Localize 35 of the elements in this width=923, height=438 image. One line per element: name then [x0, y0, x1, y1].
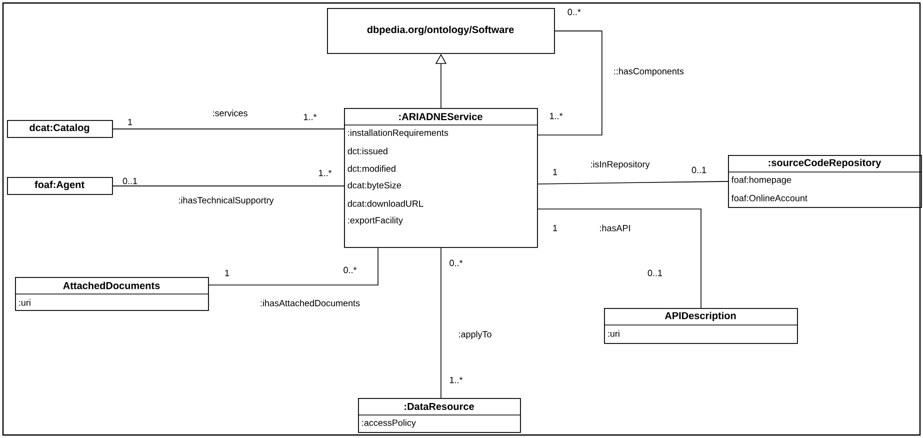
association-line [538, 30, 602, 136]
association-line [440, 247, 442, 398]
multiplicity-label: 0..1 [122, 176, 139, 186]
multiplicity-label: 1 [552, 168, 558, 176]
association-line [208, 247, 378, 286]
edge-label: :ihasTechnicalSupportry [177, 196, 275, 206]
class-box: dbpedia.org/ontology/Software [327, 8, 555, 54]
multiplicity-label: 1..* [448, 376, 464, 384]
association-line [538, 181, 728, 184]
class-box: :ARIADNEService :installationRequirements dct:issued dct:modified dcat:byteSize dcat:downloadURL :exportFacility [344, 108, 538, 248]
multiplicity-label: 1 [552, 224, 558, 232]
edge-label: :services [211, 108, 249, 118]
multiplicity-label: 0..* [448, 258, 464, 268]
multiplicity-label: 0..* [342, 266, 358, 274]
multiplicity-label: 1..* [302, 112, 318, 122]
edge-label: :hasAPI [598, 224, 632, 232]
edge-label: :isInRepository [589, 160, 651, 170]
class-box: dcat:Catalog [7, 120, 113, 138]
class-box: APIDescription :uri [604, 308, 798, 344]
edge-label: ::hasComponents [612, 66, 685, 78]
multiplicity-label: 1 [126, 118, 134, 126]
association-line [112, 128, 344, 130]
multiplicity-label: 0..* [566, 8, 582, 16]
multiplicity-label: 1..* [548, 112, 564, 120]
multiplicity-label: 0..1 [690, 166, 708, 174]
multiplicity-label: 0..1 [646, 268, 664, 278]
class-box: AttachedDocuments :uri [14, 277, 209, 311]
association-line [538, 208, 702, 308]
multiplicity-label: 1 [224, 268, 231, 278]
edge-label: :ihasAttachedDocuments [258, 298, 362, 308]
multiplicity-label: 1..* [317, 168, 333, 178]
class-box: :sourceCodeRepository foaf:homepage foaf:OnlineAccount [728, 155, 922, 208]
class-box: :DataResource :accessPolicy [358, 398, 521, 433]
class-box: foaf:Agent [7, 177, 113, 195]
edge-label: :applyTo [457, 330, 493, 340]
